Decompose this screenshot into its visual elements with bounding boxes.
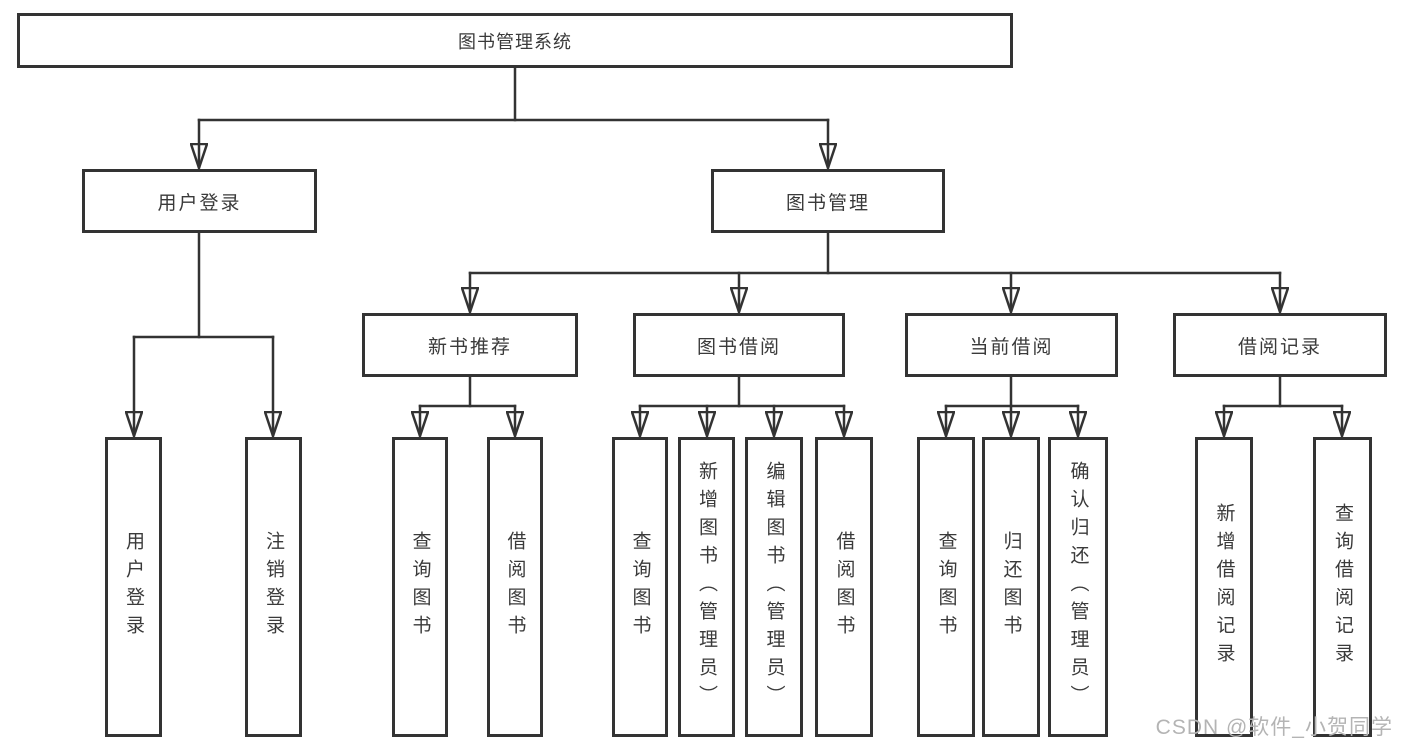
node-label: 新书推荐 xyxy=(427,336,512,358)
leaf-label: 借阅图书 xyxy=(833,531,855,643)
leaf-search-books-current: 查询图书 xyxy=(917,437,975,737)
node-new-book-recommendation: 新书推荐 xyxy=(362,313,578,377)
node-user-login: 用户登录 xyxy=(82,169,317,233)
leaf-label: 确认归还（管理员） xyxy=(1067,461,1089,713)
leaf-borrow-books-recommend: 借阅图书 xyxy=(487,437,543,737)
leaf-label: 查询图书 xyxy=(409,531,431,643)
leaf-label: 借阅图书 xyxy=(504,531,526,643)
watermark: CSDN @软件_小贺同学 xyxy=(1155,716,1393,739)
leaf-search-books-borrowing: 查询图书 xyxy=(612,437,668,737)
leaf-label: 查询图书 xyxy=(629,531,651,643)
leaf-add-books-admin: 新增图书（管理员） xyxy=(678,437,735,737)
node-borrowing-records: 借阅记录 xyxy=(1173,313,1387,377)
leaf-label: 注销登录 xyxy=(263,531,284,643)
leaf-label: 查询借阅记录 xyxy=(1332,503,1353,671)
leaf-logout: 注销登录 xyxy=(245,437,302,737)
leaf-return-books: 归还图书 xyxy=(982,437,1040,737)
node-label: 当前借阅 xyxy=(969,336,1054,358)
node-library-management-system: 图书管理系统 xyxy=(17,13,1013,68)
leaf-add-borrow-record: 新增借阅记录 xyxy=(1195,437,1253,737)
node-current-borrowing: 当前借阅 xyxy=(905,313,1118,377)
leaf-label: 查询图书 xyxy=(935,531,957,643)
node-label: 图书管理 xyxy=(785,192,870,214)
node-book-management: 图书管理 xyxy=(711,169,945,233)
leaf-confirm-return-admin: 确认归还（管理员） xyxy=(1048,437,1108,737)
leaf-label: 归还图书 xyxy=(1000,531,1022,643)
leaf-label: 编辑图书（管理员） xyxy=(763,461,785,713)
leaf-label: 新增借阅记录 xyxy=(1213,503,1235,671)
node-book-borrowing: 图书借阅 xyxy=(633,313,845,377)
leaf-borrow-books: 借阅图书 xyxy=(815,437,873,737)
leaf-search-books-recommend: 查询图书 xyxy=(392,437,448,737)
node-label: 借阅记录 xyxy=(1237,336,1322,358)
leaf-label: 新增图书（管理员） xyxy=(696,461,717,713)
leaf-user-login: 用户登录 xyxy=(105,437,162,737)
leaf-edit-books-admin: 编辑图书（管理员） xyxy=(745,437,803,737)
node-label: 用户登录 xyxy=(157,192,242,214)
leaf-search-borrow-record: 查询借阅记录 xyxy=(1313,437,1372,737)
leaf-label: 用户登录 xyxy=(123,531,144,643)
node-label: 图书管理系统 xyxy=(458,31,572,52)
node-label: 图书借阅 xyxy=(696,336,781,358)
